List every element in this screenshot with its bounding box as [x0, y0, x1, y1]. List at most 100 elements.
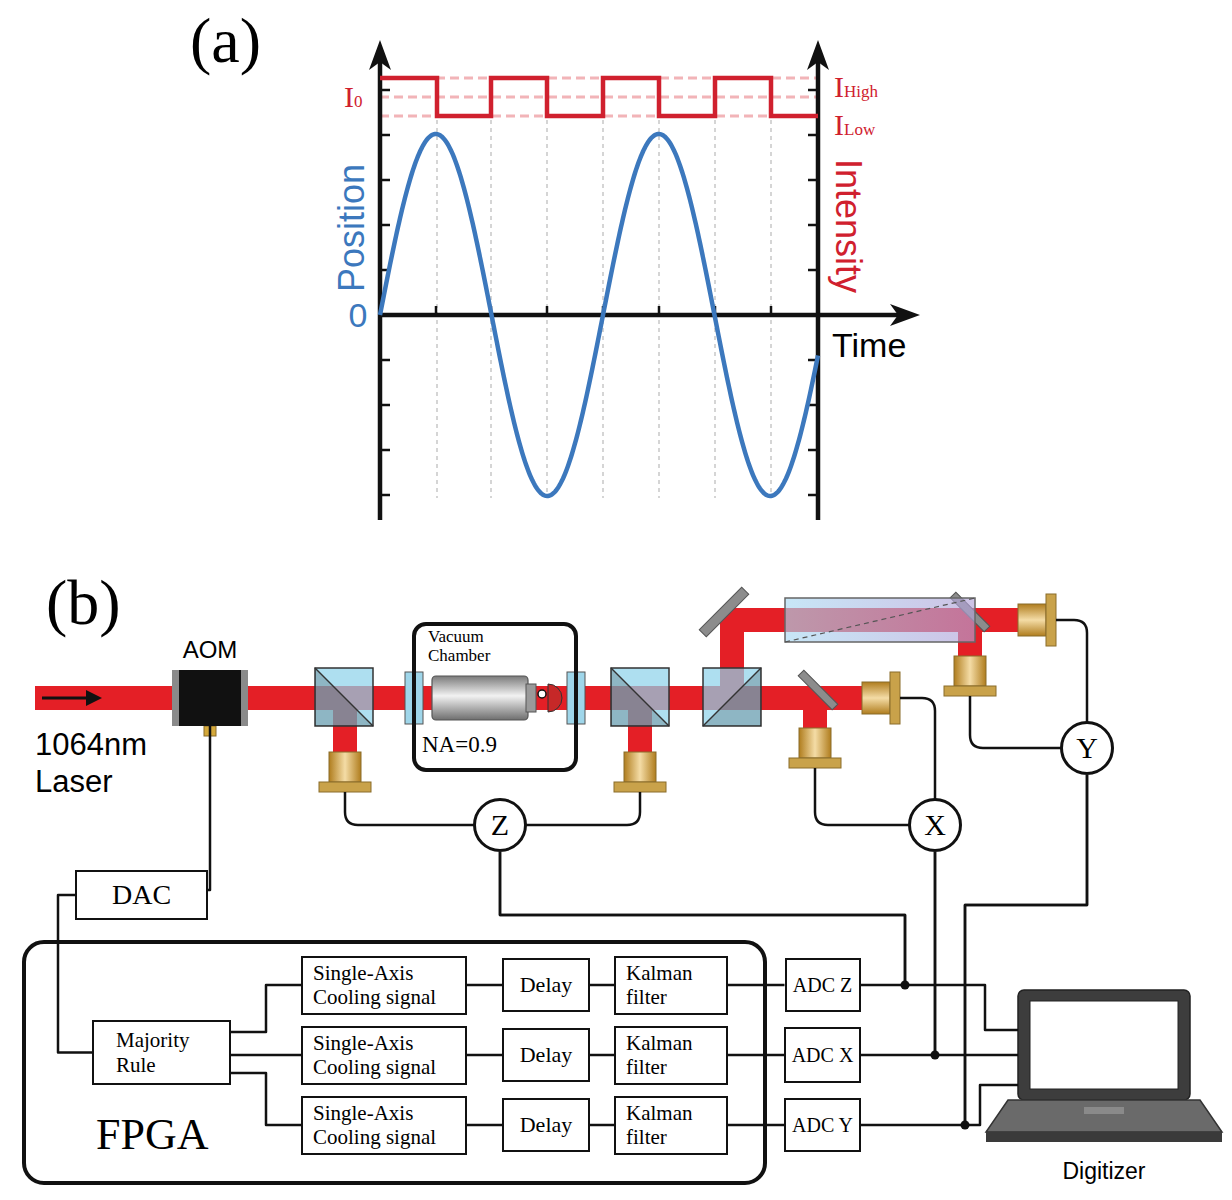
objective-lens — [538, 690, 546, 698]
detector-wire — [345, 620, 1087, 825]
beam-splitter — [611, 668, 669, 726]
laser-beam — [803, 710, 827, 730]
cooling-signal-box: Single-Axis Cooling signal — [301, 1096, 467, 1155]
plot-axes — [378, 313, 900, 318]
box-label: Y — [1076, 731, 1098, 766]
laptop-icon — [986, 990, 1222, 1142]
detector-wire — [815, 768, 909, 825]
intensity-level-label: I0 — [344, 82, 363, 112]
mirror — [798, 670, 838, 710]
signal-wire — [231, 985, 301, 1032]
vacuum-window — [405, 672, 585, 724]
signal-wire — [728, 984, 785, 987]
axis-title: Position — [332, 164, 372, 292]
panel-label: (a) — [190, 4, 261, 78]
delay-box: Delay — [502, 1098, 590, 1152]
beam-splitter — [315, 668, 373, 726]
vacuum-chamber: Vacuum ChamberNA=0.9 — [412, 622, 578, 772]
signal-wire — [590, 1124, 614, 1127]
objective-lens — [432, 676, 562, 720]
wollaston-prism — [785, 598, 975, 642]
signal-wire — [861, 775, 1087, 1125]
signal-wire — [590, 1054, 614, 1057]
box-label: Single-Axis Cooling signal — [313, 1101, 455, 1149]
box-label: Kalman filter — [626, 961, 716, 1009]
source-label: 1064nm Laser — [35, 726, 160, 800]
photodetector — [944, 686, 996, 696]
beam-splitter — [703, 668, 761, 726]
box-label: Kalman filter — [626, 1101, 716, 1149]
plot-axes — [808, 90, 818, 495]
beam-direction-arrow — [42, 697, 88, 700]
box-label: ADC X — [792, 1044, 854, 1067]
signal-wire — [935, 852, 1018, 1055]
adc-box: ADC Y — [784, 1098, 861, 1152]
detector-wire — [345, 792, 474, 825]
signal-wire — [965, 775, 1087, 1125]
photodetector — [614, 782, 666, 792]
photodetector — [862, 682, 890, 714]
wollaston-prism — [785, 598, 975, 642]
mirror — [699, 587, 748, 636]
photodetector — [329, 752, 361, 782]
fpga-board: FPGASingle-Axis Cooling signalDelayKalma… — [22, 940, 767, 1185]
plot-axes — [807, 40, 829, 70]
beam-splitter — [315, 668, 373, 726]
detector-sum-node: X — [908, 798, 962, 852]
cooling-signal-box: Single-Axis Cooling signal — [301, 956, 467, 1015]
plot-guides — [380, 78, 818, 498]
signal-wire — [467, 1054, 502, 1057]
beam-splitter — [703, 668, 761, 726]
adc-box: ADC Z — [785, 958, 861, 1012]
intensity-level-label: ILow — [834, 110, 875, 140]
aom-modulator: AOM — [172, 670, 248, 726]
delay-box: Delay — [502, 1028, 590, 1082]
dac-box: DAC — [75, 870, 208, 920]
box-label: X — [924, 808, 946, 843]
intensity-trace — [380, 78, 818, 116]
box-label: Delay — [520, 1042, 573, 1067]
detector-wire — [970, 696, 1061, 748]
photodetector — [1046, 594, 1056, 646]
box-label: Delay — [520, 1112, 573, 1137]
panel-label: (b) — [46, 566, 121, 640]
photodetector — [789, 758, 841, 768]
box-label: ADC Z — [793, 974, 852, 997]
photodetector — [319, 594, 1056, 792]
laptop-icon — [986, 1132, 1222, 1142]
photodetector — [954, 656, 986, 686]
node-heading: Vacuum Chamber — [428, 628, 528, 665]
signal-wire — [231, 1054, 301, 1057]
beam-splitter — [315, 668, 373, 726]
laptop-icon — [1030, 1001, 1178, 1089]
signal-wire — [728, 1054, 784, 1057]
delay-box: Delay — [502, 958, 590, 1012]
adc-box: ADC X — [784, 1027, 861, 1083]
box-label: Single-Axis Cooling signal — [313, 1031, 455, 1079]
photodetector — [1018, 604, 1046, 636]
plot-axes — [369, 40, 920, 520]
detector-wire — [526, 792, 640, 825]
box-label: Delay — [520, 972, 573, 997]
position-trace — [380, 134, 818, 496]
node-heading: Digitizer — [1062, 1158, 1145, 1184]
axis-title: Intensity — [828, 159, 868, 293]
kalman-filter-box: Kalman filter — [614, 956, 728, 1015]
photodetector — [890, 672, 900, 724]
node-heading: FPGA — [96, 1110, 209, 1161]
box-label: Z — [491, 808, 509, 843]
signal-wire — [467, 984, 502, 987]
box-label: Majority Rule — [116, 1028, 207, 1076]
node-heading: NA=0.9 — [422, 732, 497, 758]
signal-wire — [208, 726, 210, 890]
detector-wire — [1056, 620, 1087, 722]
box-label: DAC — [112, 879, 171, 911]
beam-direction-arrow — [86, 690, 102, 706]
kalman-filter-box: Kalman filter — [614, 1026, 728, 1085]
signal-wire — [861, 852, 935, 1055]
box-label: Kalman filter — [626, 1031, 716, 1079]
beam-splitter — [611, 668, 669, 726]
signal-wire — [231, 1073, 301, 1125]
plot-guides — [380, 78, 818, 116]
digitizer-laptop: Digitizer — [1018, 990, 1190, 1100]
